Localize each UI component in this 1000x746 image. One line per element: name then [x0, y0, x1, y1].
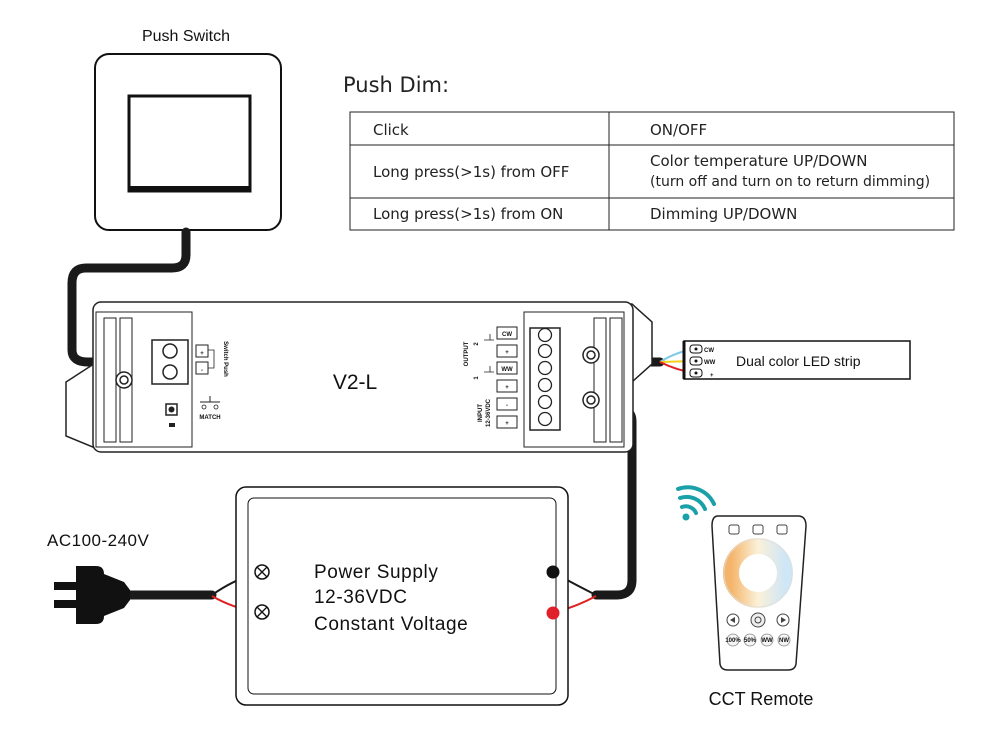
table-row-action: Long press(>1s) from ON: [373, 205, 563, 223]
table-row-result: Dimming UP/DOWN: [650, 205, 797, 223]
ac-input-label: AC100-240V: [47, 531, 150, 550]
terminal-ww-label: WW: [501, 367, 513, 373]
led-strip-label: Dual color LED strip: [736, 353, 861, 369]
switch-push-label: Switch Push: [222, 341, 228, 377]
match-label: MATCH: [199, 415, 220, 421]
output-label: OUTPUT: [464, 341, 470, 366]
remote-button-label: WW: [761, 638, 773, 644]
terminal-plus-label: +: [505, 421, 509, 427]
push-dim-title: Push Dim:: [343, 73, 449, 97]
wireless-signal-icon: [676, 485, 716, 521]
switch-terminal-block: + - Switch Push: [151, 339, 228, 385]
remote-button-label: 100%: [725, 638, 741, 644]
switch-cable: [67, 227, 191, 367]
input-voltage-label: 12-36VDC: [486, 398, 492, 427]
strip-plus-label: +: [710, 373, 714, 379]
push-switch-label: Push Switch: [142, 28, 230, 45]
terminal-plus-label: +: [505, 385, 509, 391]
remote-button-label: NW: [779, 638, 789, 644]
psu-line-1: Power Supply: [314, 562, 438, 583]
cct-remote: 100% 50% WW NW: [711, 515, 807, 671]
psu-line-3: Constant Voltage: [314, 614, 468, 635]
match-button[interactable]: [165, 403, 178, 427]
strip-cw-label: CW: [704, 348, 714, 354]
power-supply: [235, 486, 569, 706]
remote-top-buttons[interactable]: [728, 524, 788, 535]
input-label: INPUT: [478, 404, 484, 422]
match-symbol: MATCH: [199, 396, 221, 421]
cct-remote-label: CCT Remote: [709, 689, 814, 709]
strip-ww-label: WW: [704, 360, 716, 366]
table-row-result: Color temperature UP/DOWN: [650, 152, 867, 170]
terminal-plus-label: +: [505, 350, 509, 356]
controller-model: V2-L: [333, 371, 377, 394]
psu-line-2: 12-36VDC: [314, 587, 408, 608]
remote-button-label: 50%: [744, 638, 757, 644]
terminal-cw-label: CW: [502, 332, 512, 338]
terminal-minus-label: -: [506, 403, 508, 409]
switch-plus-label: +: [200, 351, 204, 357]
cct-color-wheel[interactable]: [723, 538, 793, 608]
output-channel-1: 1: [474, 376, 480, 380]
ac-plug-icon: [54, 566, 130, 624]
table-row-action: Long press(>1s) from OFF: [373, 163, 569, 181]
push-dim-table: [349, 111, 955, 231]
table-row-result: ON/OFF: [650, 121, 707, 139]
remote-preset-buttons[interactable]: 100% 50% WW NW: [725, 633, 791, 647]
output-terminal-labels: OUTPUT 2 1 CW + WW +: [464, 326, 518, 393]
remote-nav-buttons[interactable]: [726, 612, 790, 628]
switch-minus-label: -: [201, 368, 203, 374]
led-strip: CW WW + Dual color LED strip: [682, 340, 911, 380]
push-switch: [94, 53, 282, 231]
main-terminal-block: [529, 327, 561, 431]
output-channel-2: 2: [474, 342, 480, 346]
input-terminal-labels: INPUT 12-36VDC - +: [478, 397, 518, 429]
table-row-result-note: (turn off and turn on to return dimming): [650, 174, 930, 190]
table-row-action: Click: [373, 121, 409, 139]
